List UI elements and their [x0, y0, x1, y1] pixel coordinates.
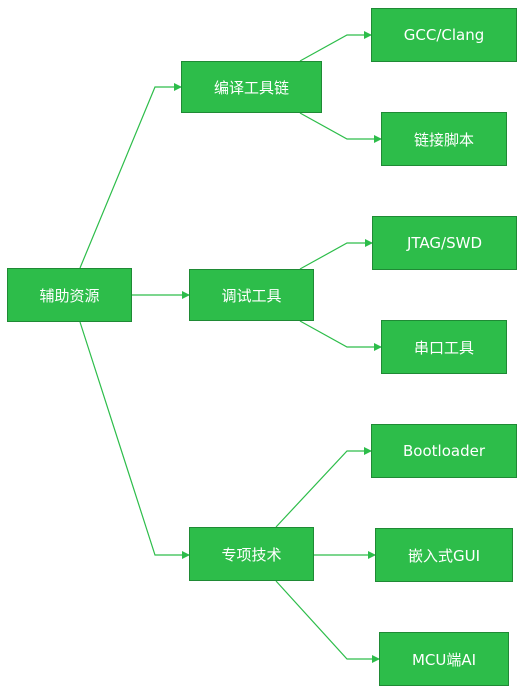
node-bootloader: Bootloader — [371, 424, 517, 478]
edge-special-to-bootloader — [275, 447, 372, 528]
root-node-aux-resources: 辅助资源 — [7, 268, 132, 322]
edge-debug-to-jtag-swd — [299, 239, 373, 270]
node-mcu-ai: MCU端AI — [379, 632, 509, 686]
edge-root-to-compile-toolchain — [79, 83, 182, 269]
node-compile-toolchain: 编译工具链 — [181, 61, 322, 113]
edge-compile-to-linker-script — [299, 112, 382, 143]
node-serial-tool: 串口工具 — [381, 320, 507, 374]
edge-root-to-special-tech — [79, 321, 190, 559]
node-embedded-gui: 嵌入式GUI — [375, 528, 513, 582]
node-gcc-clang: GCC/Clang — [371, 8, 517, 62]
node-jtag-swd: JTAG/SWD — [372, 216, 517, 270]
node-debug-tools: 调试工具 — [189, 269, 314, 321]
edge-compile-to-gcc-clang — [299, 31, 372, 62]
edge-debug-to-serial-tool — [299, 320, 382, 351]
edge-special-to-mcu-ai — [275, 580, 380, 663]
node-linker-script: 链接脚本 — [381, 112, 507, 166]
node-special-tech: 专项技术 — [189, 527, 314, 581]
